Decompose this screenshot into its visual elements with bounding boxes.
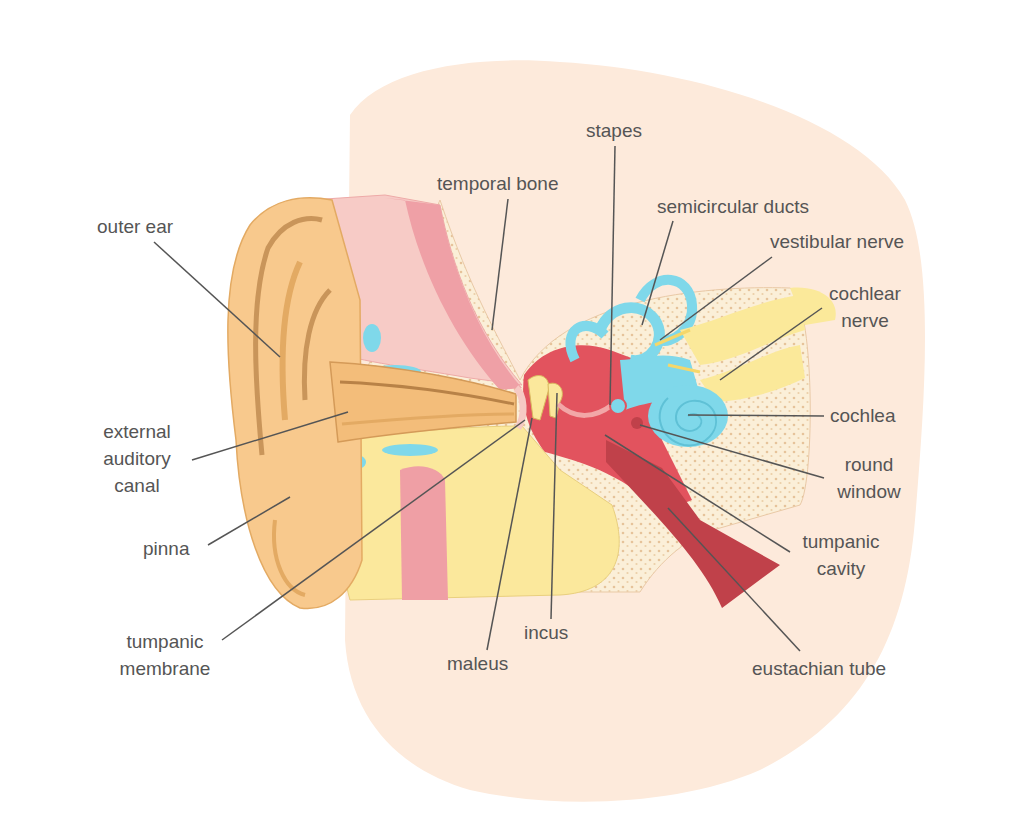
part-label: external auditory canal: [82, 418, 192, 499]
part-label: pinna: [143, 535, 190, 562]
part-label: temporal bone: [437, 170, 558, 197]
part-label: maleus: [447, 650, 508, 677]
leader-lines: [154, 146, 824, 651]
part-label: outer ear: [97, 213, 173, 240]
part-label: round window: [824, 451, 914, 505]
part-label: incus: [524, 619, 568, 646]
part-label: vestibular nerve: [770, 228, 904, 255]
part-label: tumpanic membrane: [110, 628, 220, 682]
part-label: stapes: [586, 117, 642, 144]
part-label: semicircular ducts: [657, 193, 809, 220]
part-label: tumpanic cavity: [791, 528, 891, 582]
part-label: cochlear nerve: [820, 280, 910, 334]
part-label: cochlea: [830, 402, 896, 429]
part-label: eustachian tube: [752, 655, 886, 682]
